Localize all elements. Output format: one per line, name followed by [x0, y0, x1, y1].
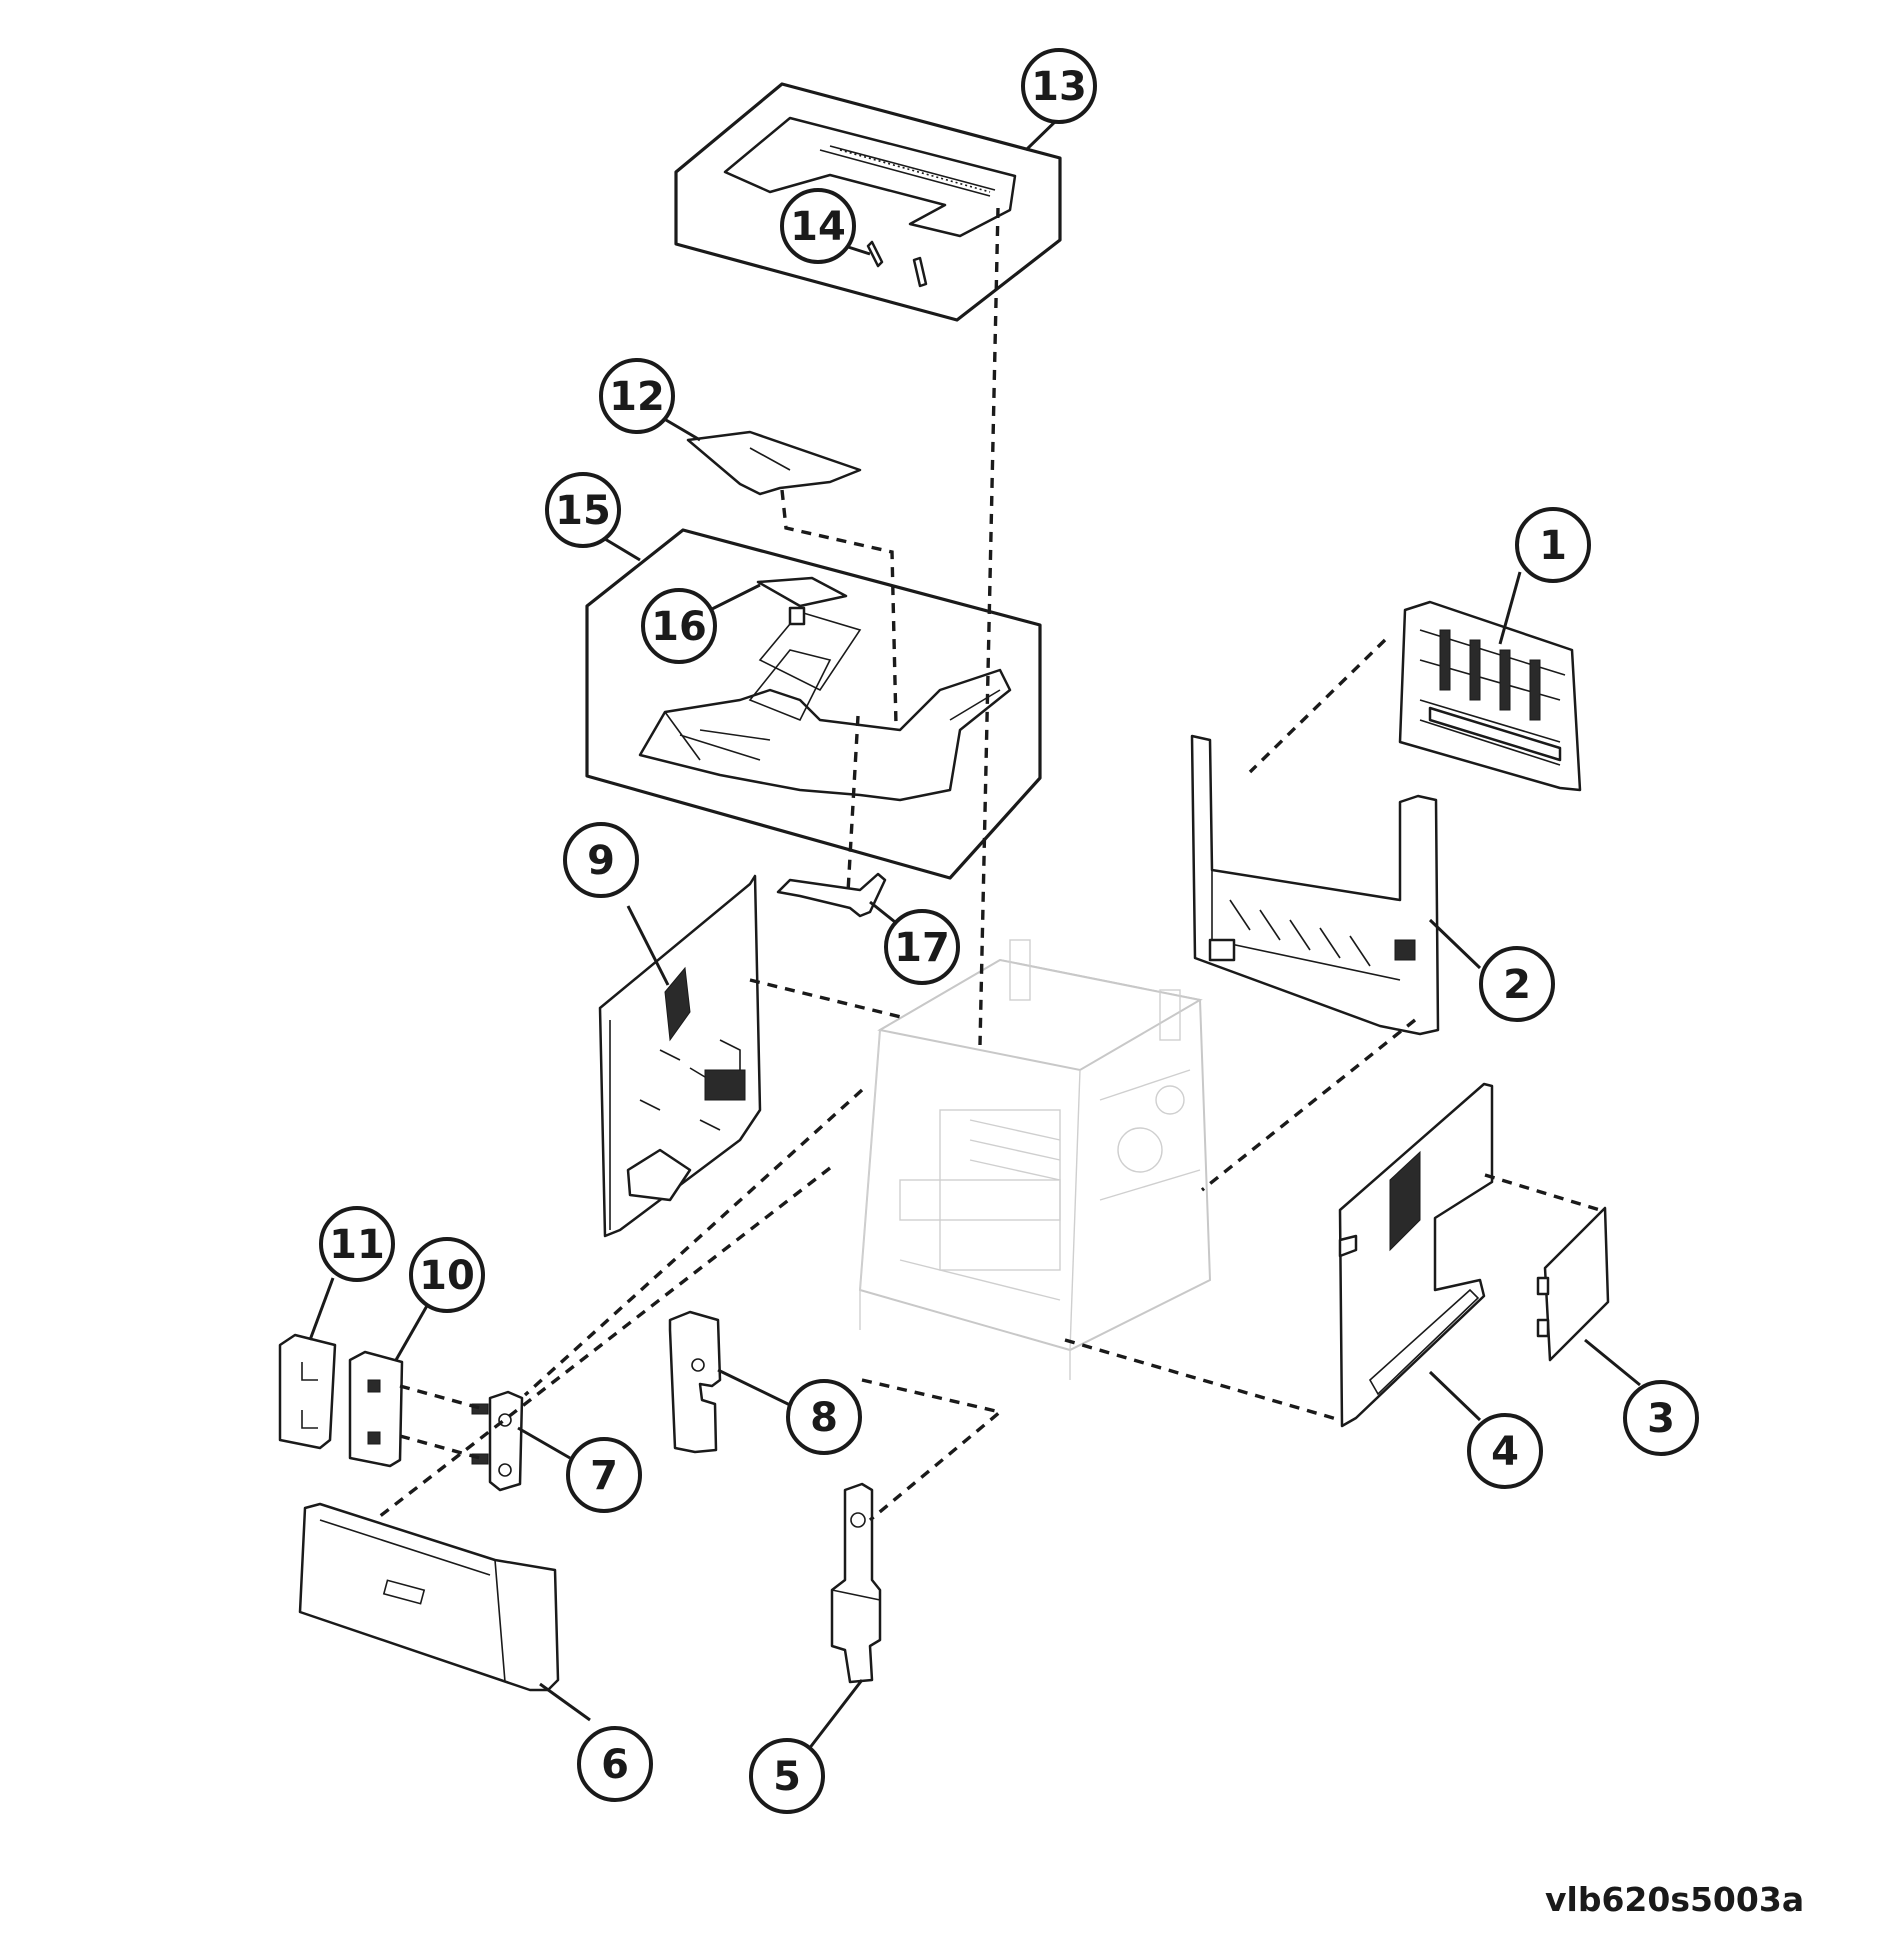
callout-16: 16: [641, 588, 717, 664]
part-5-hinge-arm: [830, 1482, 882, 1684]
leader-lines: [308, 113, 1641, 1759]
part-8-bracket: [668, 1310, 722, 1454]
printer-frame: [858, 939, 1212, 1380]
svg-text:4: 4: [1491, 1429, 1519, 1475]
part-10-cover: [348, 1350, 404, 1468]
svg-text:5: 5: [773, 1754, 801, 1800]
svg-text:7: 7: [590, 1453, 618, 1499]
svg-text:1: 1: [1539, 523, 1567, 569]
part-12-paper-stop: [686, 430, 862, 496]
svg-text:13: 13: [1031, 64, 1087, 110]
svg-text:17: 17: [894, 925, 950, 971]
part-3-panel: [1536, 1206, 1610, 1362]
part-13-group: [674, 82, 1062, 322]
svg-text:9: 9: [587, 838, 615, 884]
callout-1: 1: [1515, 507, 1591, 583]
callout-2: 2: [1479, 946, 1555, 1022]
callout-12: 12: [599, 358, 675, 434]
part-2-rear-frame: [1190, 734, 1440, 1036]
callout-6: 6: [577, 1726, 653, 1802]
svg-text:6: 6: [601, 1742, 629, 1788]
callouts: 1 2 3 4 5 6 7 8: [319, 48, 1699, 1814]
svg-text:3: 3: [1647, 1396, 1675, 1442]
callout-11: 11: [319, 1206, 395, 1282]
part-4-right-cover: [1338, 1082, 1494, 1428]
part-16-tab: [756, 576, 848, 626]
svg-text:14: 14: [790, 204, 846, 250]
callout-5: 5: [749, 1738, 825, 1814]
callout-14: 14: [780, 188, 856, 264]
part-6-front-door: [298, 1502, 560, 1692]
part-17-bracket: [776, 872, 887, 918]
part-9-left-cover: [598, 874, 762, 1238]
svg-text:16: 16: [651, 604, 707, 650]
part-7-hinge: [471, 1390, 524, 1492]
svg-text:2: 2: [1503, 962, 1531, 1008]
part-14-clips: [866, 240, 928, 288]
figure-id-label: vlb620s5003a: [1545, 1880, 1805, 1919]
callout-10: 10: [409, 1237, 485, 1313]
svg-text:10: 10: [419, 1253, 475, 1299]
callout-4: 4: [1467, 1413, 1543, 1489]
callout-17: 17: [884, 909, 960, 985]
svg-text:11: 11: [329, 1222, 385, 1268]
callout-15: 15: [545, 472, 621, 548]
callout-8: 8: [786, 1379, 862, 1455]
svg-text:15: 15: [555, 488, 611, 534]
part-11-cover: [278, 1333, 337, 1450]
part-13-top-cover: [723, 116, 1017, 238]
callout-7: 7: [566, 1437, 642, 1513]
callout-9: 9: [563, 822, 639, 898]
svg-text:8: 8: [810, 1395, 838, 1441]
assembly-lines: [373, 207, 1601, 1522]
part-15-top-assembly: [638, 611, 1012, 802]
part-1-rear-door: [1398, 600, 1582, 792]
svg-text:12: 12: [609, 374, 665, 420]
callout-3: 3: [1623, 1380, 1699, 1456]
callout-13: 13: [1021, 48, 1097, 124]
